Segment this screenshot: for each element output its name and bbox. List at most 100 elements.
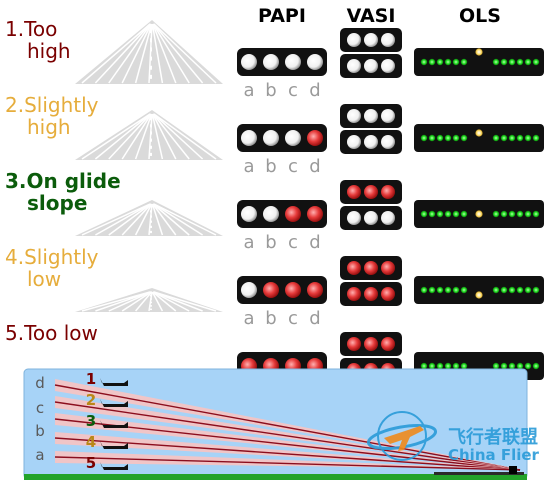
aircraft-icon <box>100 420 128 428</box>
ols-datum-light <box>492 286 500 294</box>
papi-light-b <box>263 282 279 298</box>
papi-letter-label: d <box>309 156 320 177</box>
papi-light-a <box>241 54 257 70</box>
papi-light-d <box>307 130 323 146</box>
papi-letter-label: d <box>309 80 320 101</box>
papi-light-b <box>263 130 279 146</box>
papi-unit <box>237 124 327 152</box>
vasi-far-light <box>364 33 378 47</box>
ols-datum-light <box>500 58 508 66</box>
vasi-near-light <box>381 211 395 225</box>
ols-datum-light <box>500 210 508 218</box>
runway-threshold-marker <box>434 472 524 475</box>
papi-light-b <box>263 54 279 70</box>
ols-datum-light <box>428 134 436 142</box>
papi-unit <box>237 276 327 304</box>
papi-light-b <box>263 206 279 222</box>
row-label-text: Too low <box>23 321 98 345</box>
ols-datum-light <box>524 58 532 66</box>
ols-datum-light <box>452 210 460 218</box>
vasi-near-light <box>381 287 395 301</box>
papi-letter-label: b <box>265 80 276 101</box>
glide-beam-band <box>55 413 520 469</box>
vasi-unit <box>340 256 402 306</box>
beam-label: b <box>35 422 45 440</box>
papi-light-d <box>307 282 323 298</box>
papi-header: PAPI <box>258 5 306 27</box>
runway-perspective <box>75 200 223 236</box>
row-label-line1: 5.Too low <box>5 321 98 345</box>
vasi-near-light <box>364 59 378 73</box>
papi-light-c <box>285 54 301 70</box>
papi-letter-label: c <box>288 308 298 329</box>
vasi-far-light <box>347 261 361 275</box>
row-label-line2: high <box>27 115 71 139</box>
watermark-en: China Flier <box>448 446 540 464</box>
row-label-text: On glide <box>27 169 121 193</box>
ols-datum-light <box>428 210 436 218</box>
papi-letter-label: d <box>309 232 320 253</box>
aircraft-icon <box>100 441 128 449</box>
ols-datum-light <box>452 362 460 370</box>
vasi-unit <box>340 180 402 230</box>
ols-datum-light <box>532 286 540 294</box>
aircraft-number: 5 <box>86 454 96 472</box>
runway-perspective <box>75 20 223 84</box>
papi-letter-label: a <box>243 308 254 329</box>
ols-datum-light <box>436 210 444 218</box>
papi-letter-label: b <box>265 156 276 177</box>
aircraft-position: 5 <box>86 454 128 472</box>
china-flier-watermark: 飞行者联盟 China Flier <box>366 411 540 464</box>
vasi-near-light <box>347 287 361 301</box>
papi-light-d <box>307 54 323 70</box>
ols-unit <box>414 276 544 304</box>
ols-datum-light <box>524 286 532 294</box>
papi-light-d <box>307 206 323 222</box>
row-label-line2: slope <box>27 191 87 215</box>
ols-datum-light <box>508 210 516 218</box>
ols-datum-light <box>420 362 428 370</box>
vasi-far-light <box>347 109 361 123</box>
ols-unit <box>414 124 544 152</box>
ols-unit <box>414 200 544 228</box>
ols-datum-light <box>516 362 524 370</box>
beam-label: d <box>35 374 45 392</box>
ols-datum-light <box>532 362 540 370</box>
glide-beam-band <box>55 451 520 469</box>
papi-letter-label: b <box>265 308 276 329</box>
papi-unit <box>237 200 327 228</box>
ols-datum-light <box>532 134 540 142</box>
ols-datum-light <box>452 58 460 66</box>
aircraft-icon <box>100 399 128 407</box>
row-label-line1: 1.Too <box>5 17 57 41</box>
vasi-near-light <box>364 211 378 225</box>
ols-datum-light <box>508 286 516 294</box>
vasi-far-light <box>347 337 361 351</box>
glide-beam-line <box>54 437 521 471</box>
aircraft-position: 4 <box>86 433 128 451</box>
vasi-far-light <box>381 337 395 351</box>
aircraft-number: 2 <box>86 391 96 409</box>
vasi-far-light <box>347 185 361 199</box>
glide-beam-line <box>54 384 521 471</box>
ols-datum-light <box>516 58 524 66</box>
ols-datum-light <box>420 286 428 294</box>
row-label-line2: low <box>27 267 61 291</box>
row-number: 3. <box>5 169 27 193</box>
ols-datum-light <box>500 362 508 370</box>
vasi-near-light <box>364 135 378 149</box>
papi-light-c <box>285 130 301 146</box>
ols-datum-light <box>492 134 500 142</box>
row-label-text: Slightly <box>24 93 99 117</box>
aircraft-number: 4 <box>86 433 96 451</box>
ols-datum-light <box>516 134 524 142</box>
papi-light-c <box>285 206 301 222</box>
vasi-near-light <box>381 59 395 73</box>
papi-letter-label: c <box>288 232 298 253</box>
vasi-far-light <box>364 185 378 199</box>
glide-beam-line <box>54 418 521 471</box>
ols-datum-light <box>460 210 468 218</box>
ols-datum-light <box>508 134 516 142</box>
